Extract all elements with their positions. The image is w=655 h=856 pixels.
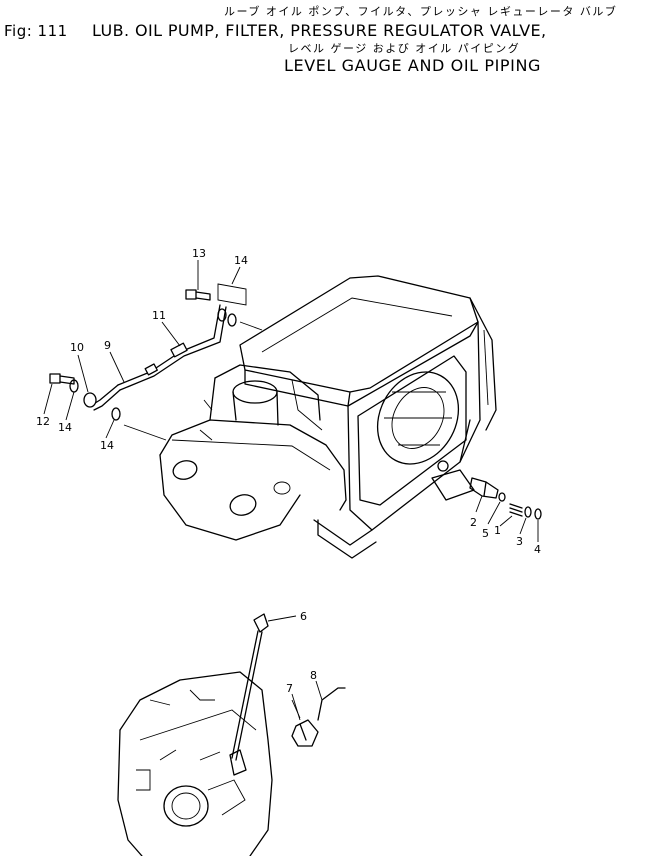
level-gauge-drawing	[231, 613, 297, 761]
callout-14-lower: 14	[100, 439, 114, 452]
title-english-line-1: LUB. OIL PUMP, FILTER, PRESSURE REGULATO…	[92, 21, 547, 40]
callout-2: 2	[470, 516, 477, 529]
callout-3: 3	[516, 535, 523, 548]
title-english-line-2: LEVEL GAUGE AND OIL PIPING	[284, 56, 542, 75]
callout-9: 9	[104, 339, 111, 352]
callout-6: 6	[300, 610, 307, 623]
callout-8: 8	[310, 669, 317, 682]
bolts-and-washers-drawing	[49, 283, 247, 421]
callout-7: 7	[286, 682, 293, 695]
callout-11: 11	[152, 309, 166, 322]
callout-1: 1	[494, 524, 501, 537]
plug-and-wire-drawing	[291, 687, 346, 747]
callout-4: 4	[534, 543, 541, 556]
callout-14-top: 14	[234, 254, 248, 267]
callout-leaders	[43, 260, 539, 721]
callout-10: 10	[70, 341, 84, 354]
transmission-housing-drawing	[123, 275, 497, 559]
callout-14-left: 14	[58, 421, 72, 434]
oil-pipe-drawing	[83, 304, 227, 411]
lower-housing-drawing	[117, 671, 273, 856]
callout-13: 13	[192, 247, 206, 260]
figure-number: Fig: 111	[4, 22, 68, 40]
title-japanese-line-2: レベル ゲージ および オイル パイピング	[288, 42, 521, 55]
callout-5: 5	[482, 527, 489, 540]
title-japanese-line-1: ルーブ オイル ポンプ、フイルタ、プレッシャ レギューレータ バルブ	[224, 5, 618, 18]
callout-labels: 1 2 3 4 5 6 7 8 9 10 11 12 13 14 14 14	[36, 247, 541, 695]
callout-12: 12	[36, 415, 50, 428]
regulator-valve-parts-drawing	[469, 477, 542, 520]
